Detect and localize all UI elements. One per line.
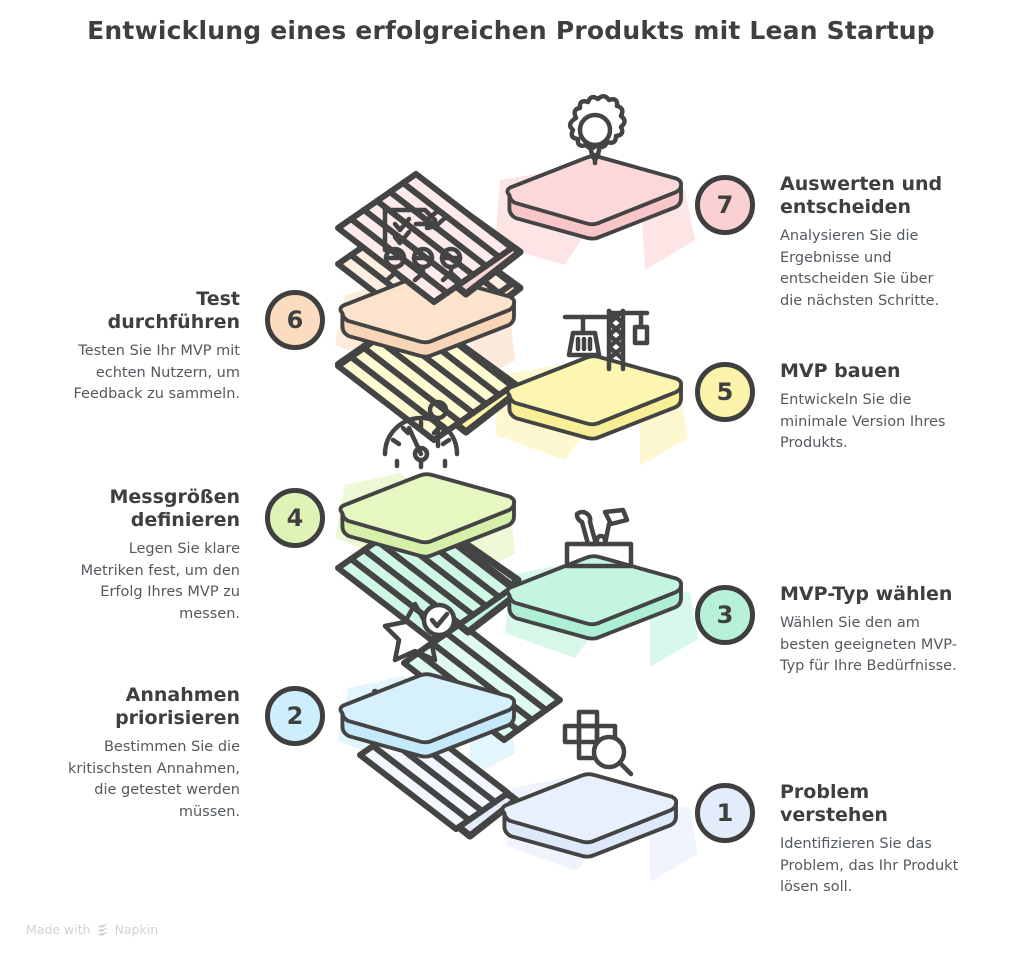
watermark-text: Made with: [26, 922, 91, 937]
stair-flight-6-7: [335, 171, 524, 305]
page-title: Entwicklung eines erfolgreichen Produkts…: [87, 16, 935, 45]
step-badge-2: 2: [265, 686, 325, 746]
watermark-brand: Napkin: [114, 922, 159, 937]
step-desc-6: Testen Sie Ihr MVP mit echten Nutzern, u…: [73, 343, 240, 403]
step-desc-1: Identifizieren Sie das Problem, das Ihr …: [780, 836, 959, 896]
step-title-4: Messgrößen definieren: [109, 486, 240, 532]
step-number-5: 5: [716, 378, 734, 406]
step-desc-2: Bestimmen Sie die kritischsten Annahmen,…: [68, 739, 240, 820]
watermark: Made with Napkin: [26, 922, 158, 937]
step-title-3: MVP-Typ wählen: [780, 583, 953, 605]
step-badge-7: 7: [695, 175, 755, 235]
napkin-logo-icon: [96, 923, 108, 936]
step-badge-6: 6: [265, 290, 325, 350]
checklist-people-icon: [382, 207, 463, 283]
step-title-7: Auswerten und entscheiden: [780, 173, 943, 219]
step-badge-4: 4: [265, 488, 325, 548]
step-number-4: 4: [286, 504, 304, 532]
step-badge-3: 3: [695, 585, 755, 645]
star-check-icon: [382, 601, 457, 663]
step-title-6: Test durchführen: [107, 288, 240, 334]
gauge-icon: [382, 399, 460, 470]
step-badge-1: 1: [695, 783, 755, 843]
step-number-1: 1: [716, 799, 734, 827]
step-desc-4: Legen Sie klare Metriken fest, um den Er…: [80, 541, 240, 622]
puzzle-search-icon: [562, 709, 634, 777]
step-desc-3: Wählen Sie den am besten geeigneten MVP-…: [780, 615, 957, 675]
step-desc-7: Analysieren Sie die Ergebnisse und entsc…: [780, 228, 940, 309]
step-number-7: 7: [716, 191, 734, 219]
step-title-2: Annahmen priorisieren: [115, 684, 240, 730]
crane-icon: [562, 308, 650, 372]
step-desc-5: Entwickeln Sie die minimale Version Ihre…: [780, 392, 946, 452]
step-number-6: 6: [286, 306, 304, 334]
step-title-5: MVP bauen: [780, 360, 901, 382]
step-badge-5: 5: [695, 362, 755, 422]
toolbox-icon: [564, 507, 634, 569]
step-number-2: 2: [286, 702, 304, 730]
lightbulb-idea-icon: [567, 94, 627, 166]
step-title-1: Problem verstehen: [780, 781, 888, 827]
step-number-3: 3: [716, 601, 734, 629]
